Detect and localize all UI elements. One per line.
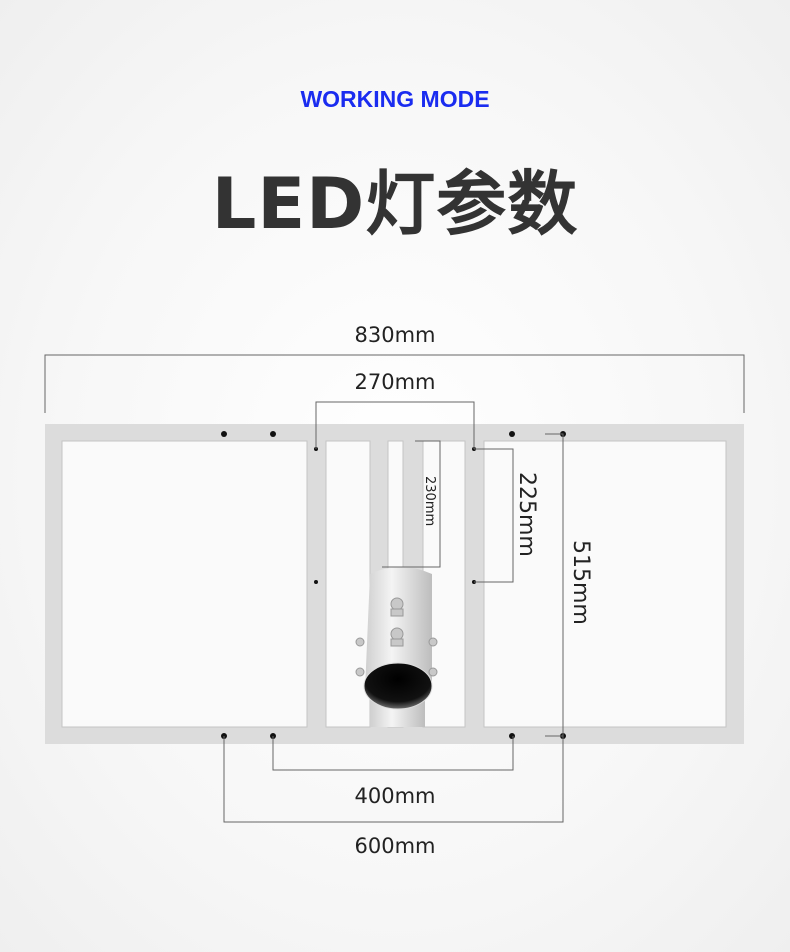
section-subtitle: WORKING MODE	[300, 86, 490, 112]
pole-mount-pipe	[355, 567, 438, 727]
dimension-lines	[44, 354, 745, 823]
dim-mount-outer: 600mm	[355, 834, 436, 858]
frame	[45, 424, 744, 744]
page-title: LED灯参数	[211, 163, 579, 245]
dim-hole-spacing: 225mm	[514, 472, 539, 557]
bolt-icons	[355, 597, 438, 677]
dim-center-span: 270mm	[355, 370, 436, 394]
dim-bracket-length: 230mm	[422, 476, 437, 526]
dim-mount-inner: 400mm	[355, 784, 436, 808]
dim-overall-height: 515mm	[568, 540, 593, 625]
dim-overall-width: 830mm	[355, 323, 436, 347]
